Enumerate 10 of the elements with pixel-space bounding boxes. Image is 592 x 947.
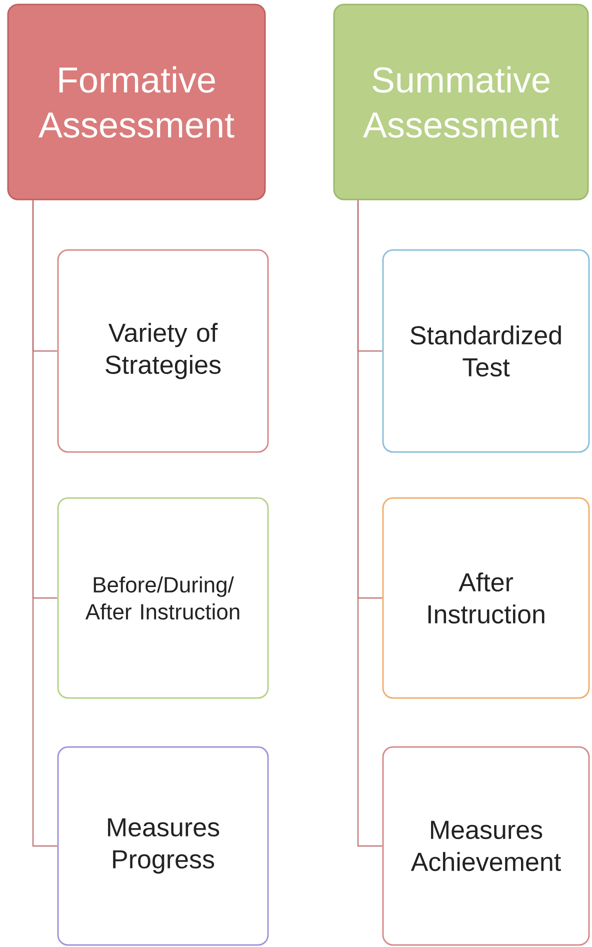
item-box: Before/During/ After Instruction: [57, 497, 269, 699]
connector-line: [357, 200, 382, 847]
header-box: Formative Assessment: [7, 4, 266, 200]
header-box: Summative Assessment: [333, 4, 589, 200]
item-box: Measures Achievement: [382, 746, 590, 946]
item-box: After Instruction: [382, 497, 590, 699]
item-box: Variety of Strategies: [57, 249, 269, 453]
item-box: Standardized Test: [382, 249, 590, 453]
item-box: Measures Progress: [57, 746, 269, 946]
connector-line: [32, 200, 58, 847]
